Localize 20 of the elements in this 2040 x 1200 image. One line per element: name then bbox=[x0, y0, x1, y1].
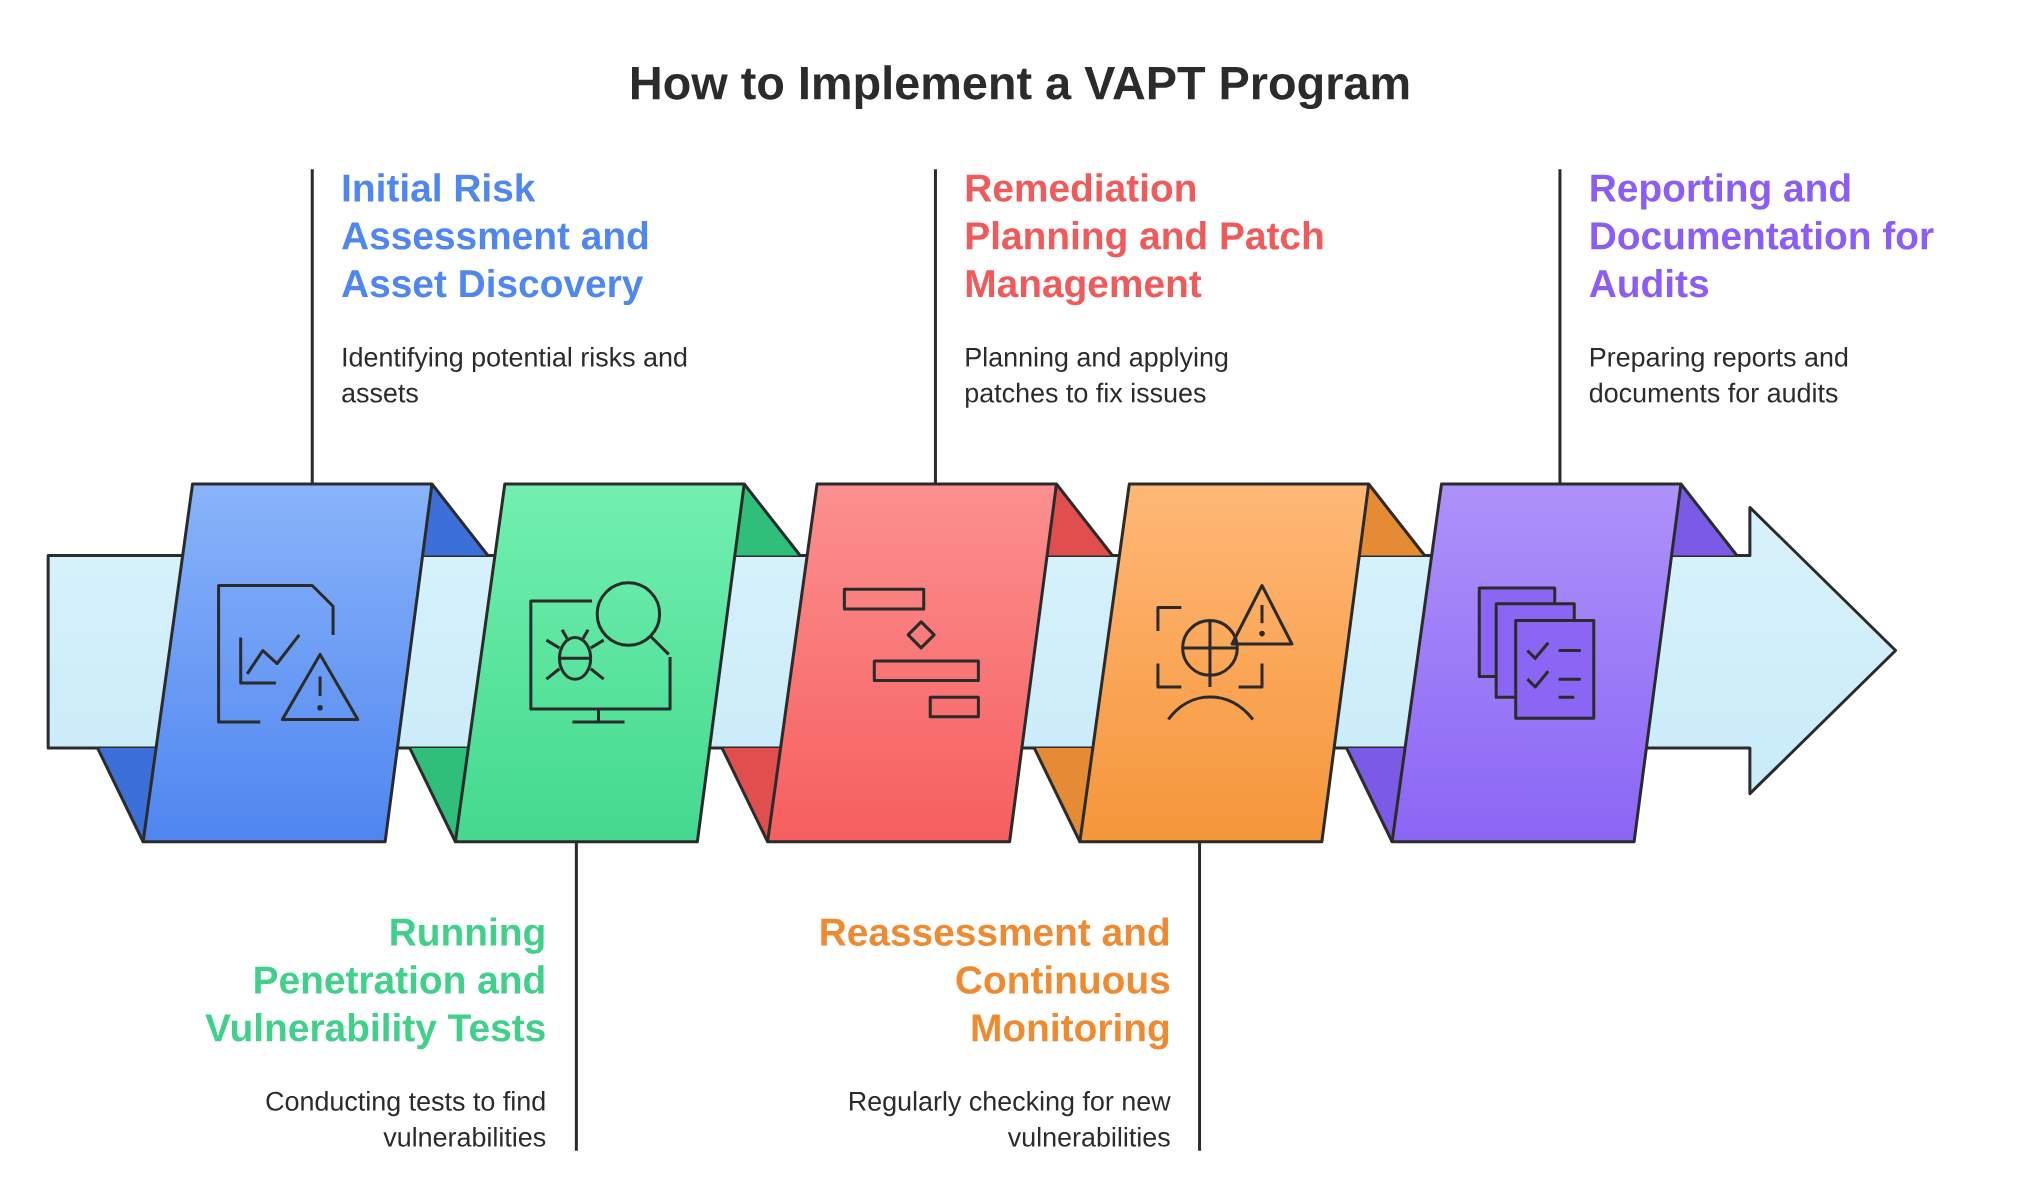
step-panel bbox=[1033, 482, 1426, 844]
step-panel bbox=[720, 482, 1114, 844]
title: How to Implement a VAPT Program bbox=[632, 65, 1409, 110]
step-heading: Running Penetration and Vulnerability Tests bbox=[205, 917, 545, 1050]
step-description: Preparing reports and documents for audits bbox=[1589, 347, 1848, 403]
leader-line bbox=[933, 169, 937, 484]
step-description: Regularly checking for new vulnerabilities bbox=[850, 1091, 1171, 1147]
step-heading: Remediation Planning and Patch Management bbox=[966, 173, 1323, 306]
step-description: Conducting tests to find vulnerabilities bbox=[266, 1091, 546, 1147]
leader-line bbox=[1198, 842, 1202, 1152]
step-description: Planning and applying patches to fix issues bbox=[966, 347, 1228, 409]
step-heading: Reporting and Documentation for Audits bbox=[1589, 173, 1934, 298]
step-panel bbox=[96, 482, 490, 844]
step-heading: Initial Risk Assessment and Asset Discovery bbox=[342, 173, 648, 306]
step-description: Identifying potential risks and assets bbox=[342, 347, 687, 403]
leader-line bbox=[310, 169, 314, 484]
leader-line bbox=[574, 842, 578, 1152]
leader-line bbox=[1558, 169, 1562, 484]
step-heading: Reassessment and Continuous Monitoring bbox=[821, 917, 1170, 1050]
step-panel bbox=[408, 482, 802, 844]
